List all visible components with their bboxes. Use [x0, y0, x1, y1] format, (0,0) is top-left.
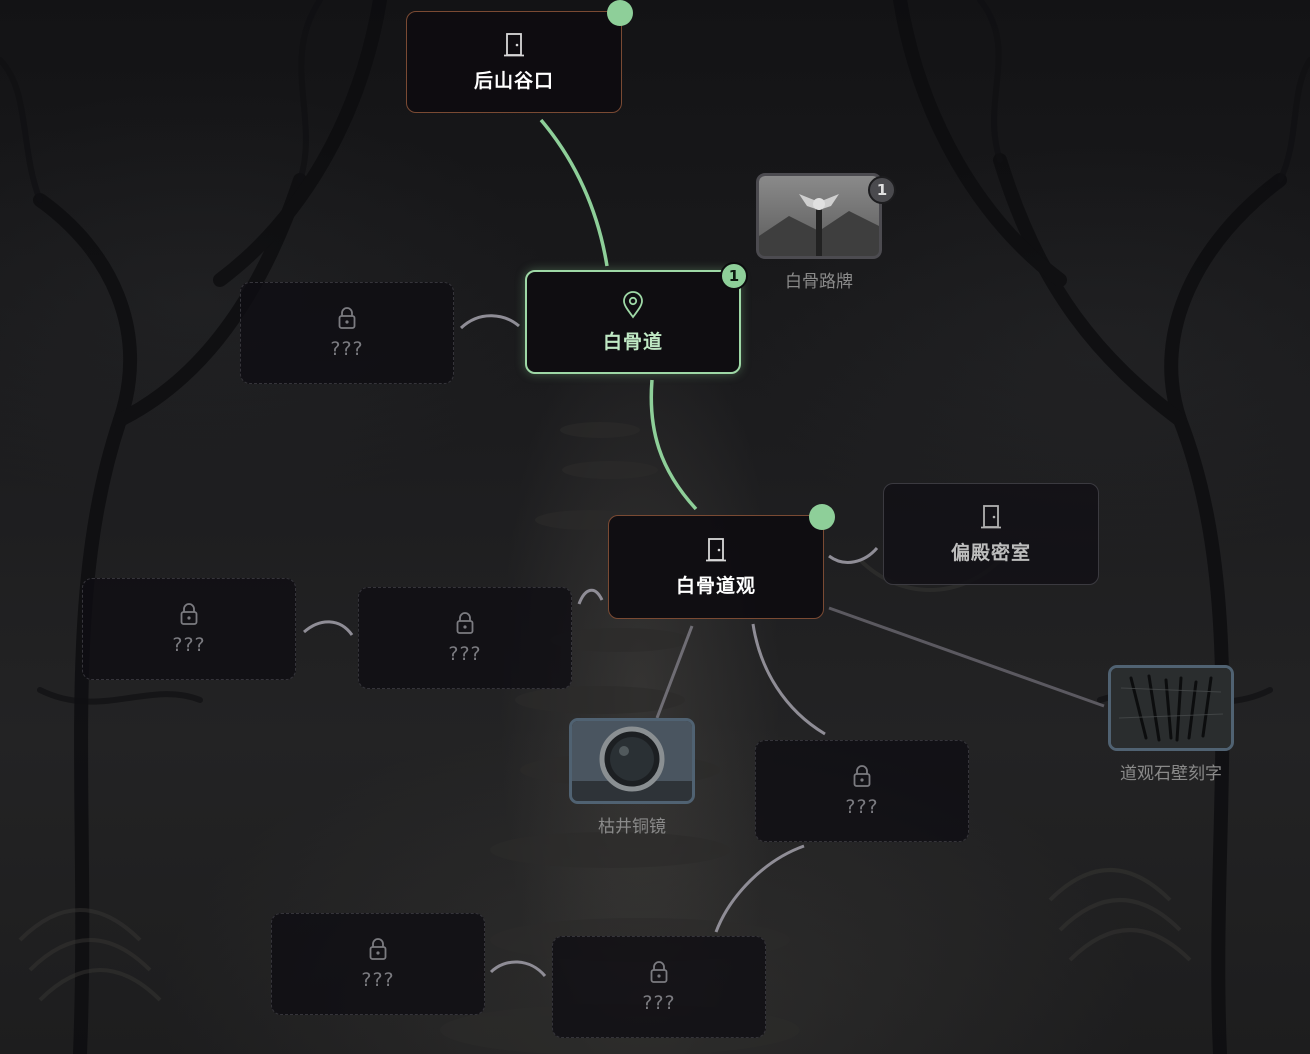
node-label: ??? — [642, 992, 676, 1014]
clue-thumbnail-bone-signpost — [756, 173, 882, 259]
node-baigu-daoguan[interactable]: 白骨道观 — [608, 515, 824, 619]
node-label: ??? — [845, 796, 879, 818]
door-icon — [980, 504, 1002, 534]
node-baigu-dao[interactable]: 白骨道 — [525, 270, 741, 374]
node-locked-upper-left[interactable]: ??? — [240, 282, 454, 384]
lock-icon — [852, 764, 872, 792]
clue-label: 枯井铜镜 — [598, 817, 666, 837]
node-label: ??? — [330, 338, 364, 360]
visited-indicator-dot — [809, 504, 835, 530]
clue-count-badge: 1 — [868, 176, 896, 204]
node-houshan-gukou[interactable]: 后山谷口 — [406, 11, 622, 113]
node-label: 偏殿密室 — [950, 541, 1031, 564]
lock-icon — [649, 960, 669, 988]
node-count-badge: 1 — [720, 262, 748, 290]
door-icon — [705, 537, 727, 567]
node-label: 白骨道观 — [675, 574, 756, 597]
node-piandian-mishi[interactable]: 偏殿密室 — [883, 483, 1099, 585]
clue-kujing-tongjing[interactable]: 枯井铜镜 — [569, 718, 695, 837]
clue-label: 白骨路牌 — [785, 272, 853, 292]
clue-thumbnail-stone-wall-carving — [1108, 665, 1234, 751]
node-locked-lower-right[interactable]: ??? — [755, 740, 969, 842]
node-locked-mid-left[interactable]: ??? — [358, 587, 572, 689]
node-label: 白骨道 — [602, 330, 663, 353]
clue-baigu-lupai[interactable]: 白骨路牌 — [756, 173, 882, 292]
node-locked-far-left[interactable]: ??? — [82, 578, 296, 680]
door-icon — [503, 32, 525, 62]
node-label: ??? — [448, 643, 482, 665]
lock-icon — [337, 306, 357, 334]
map-pin-icon — [621, 290, 645, 323]
node-label: ??? — [172, 634, 206, 656]
clue-thumbnail-bronze-mirror — [569, 718, 695, 804]
lock-icon — [179, 602, 199, 630]
visited-indicator-dot — [607, 0, 633, 26]
node-label: ??? — [361, 969, 395, 991]
node-locked-bottom-center[interactable]: ??? — [552, 936, 766, 1038]
node-locked-bottom-left[interactable]: ??? — [271, 913, 485, 1015]
node-label: 后山谷口 — [473, 69, 554, 92]
lock-icon — [455, 611, 475, 639]
clue-shibi-kezi[interactable]: 道观石壁刻字 — [1108, 665, 1234, 784]
lock-icon — [368, 937, 388, 965]
clue-label: 道观石壁刻字 — [1120, 764, 1222, 784]
